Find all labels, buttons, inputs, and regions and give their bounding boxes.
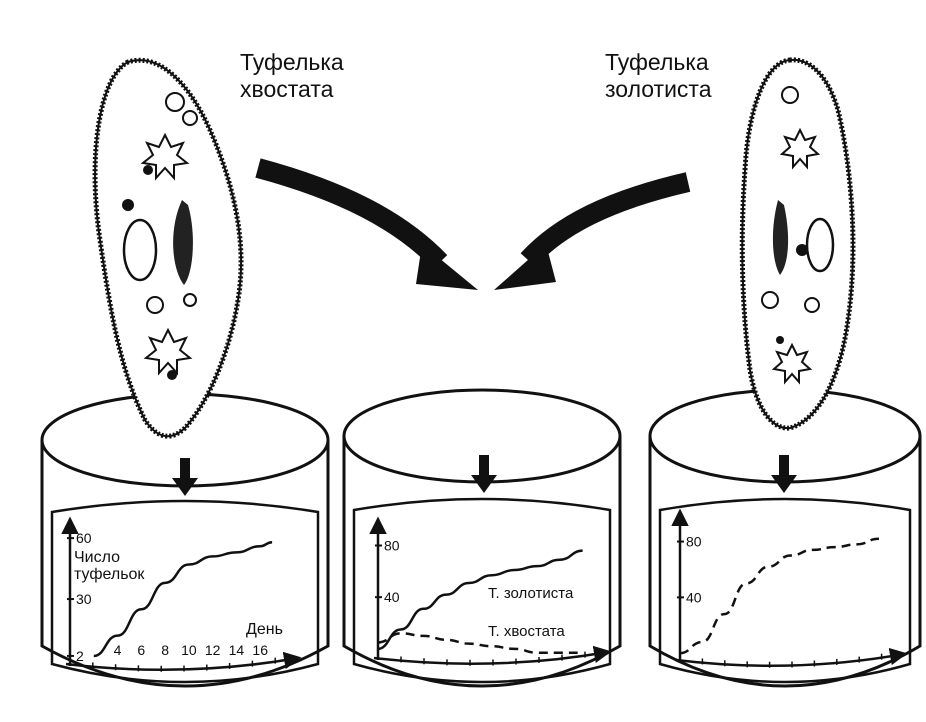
x-tick-label: 14 (229, 642, 245, 658)
arrow-left-to-middle (258, 168, 478, 290)
x-tick-label: 12 (205, 642, 221, 658)
paramecium-aurelia (742, 60, 853, 428)
x-tick-label: 4 (114, 642, 122, 658)
arrow-right-to-middle (494, 182, 688, 290)
y-tick-label: 40 (686, 589, 702, 605)
y-tick-label: 2 (76, 648, 84, 664)
series-label: Т. хвостата (488, 623, 565, 640)
y-axis-label: Число (74, 549, 120, 566)
series-label: Т. золотиста (488, 585, 574, 602)
x-tick-label: 16 (252, 642, 268, 658)
y-axis-label: туфельок (74, 566, 145, 583)
y-tick-label: 40 (384, 589, 400, 605)
x-tick-label: 10 (181, 642, 197, 658)
x-tick-label: 6 (137, 642, 145, 658)
y-tick-label: 80 (686, 534, 702, 550)
y-tick-label: 60 (76, 530, 92, 546)
x-axis-label: День (246, 621, 283, 638)
paramecium-caudatum (95, 60, 241, 436)
x-tick-label: 8 (161, 642, 169, 658)
y-tick-label: 80 (384, 538, 400, 554)
y-tick-label: 30 (76, 591, 92, 607)
